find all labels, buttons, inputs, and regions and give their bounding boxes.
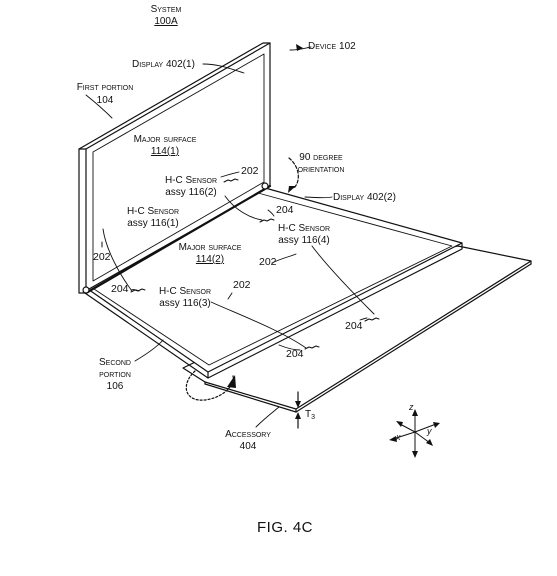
hc-sensor-4-assy: assy 116(4) — [278, 235, 330, 246]
hc-sensor-1-label: H-C Sensor — [126, 206, 180, 217]
major-surface-1-ref: 114(1) — [150, 146, 180, 157]
major-surface-2-ref: 114(2) — [195, 254, 225, 265]
ref-202-b: 202 — [93, 251, 111, 263]
major-surface-1-label: Major surface — [133, 134, 197, 145]
hc-sensor-3-assy: assy 116(3) — [159, 298, 211, 309]
orientation-label: orientation — [297, 164, 345, 175]
hc-sensor-2-label: H-C Sensor — [164, 175, 218, 186]
ref-204-b: 204 — [111, 283, 129, 295]
axis-x-label: x — [396, 432, 401, 442]
display-4022-label: Display 402(2) — [333, 192, 396, 203]
figure-caption: FIG. 4C — [256, 519, 313, 536]
ref-204-a: 204 — [276, 204, 294, 216]
ref-202-d: 202 — [233, 279, 251, 291]
sensor-marks — [101, 178, 380, 350]
axis-z-label: z — [409, 402, 414, 412]
ref-202-c: 202 — [259, 256, 277, 268]
major-surface-2-label: Major surface — [178, 242, 242, 253]
axis-y-label: y — [427, 426, 432, 436]
t3-dimension — [295, 391, 301, 429]
device-label: Device 102 — [308, 41, 356, 52]
accessory-label: Accessory — [225, 429, 271, 440]
display-4021-label: Display 402(1) — [132, 59, 195, 70]
t3-subscript: 3 — [311, 414, 316, 421]
t3-letter: T — [305, 409, 312, 420]
second-portion-ref: 106 — [106, 381, 124, 392]
ninety-degree-label: 90 degree — [299, 152, 343, 163]
hc-sensor-4-label: H-C Sensor — [277, 223, 331, 234]
system-title: System — [150, 4, 182, 15]
hc-sensor-1-assy: assy 116(1) — [127, 218, 179, 229]
first-portion-label: First portion — [76, 82, 134, 93]
second-portion-label-2: portion — [99, 369, 131, 380]
ref-204-d: 204 — [286, 348, 304, 360]
leader-lines — [85, 46, 375, 428]
hc-sensor-2-assy: assy 116(2) — [165, 187, 217, 198]
t3-label: T3 — [305, 409, 315, 424]
hc-sensor-3-label: H-C Sensor — [158, 286, 212, 297]
accessory-ref: 404 — [239, 441, 257, 452]
axis-indicator — [389, 409, 440, 458]
first-portion-ref: 104 — [96, 95, 114, 106]
system-ref: 100A — [154, 16, 178, 27]
second-portion-label: Second — [99, 357, 131, 368]
ref-204-c: 204 — [345, 320, 363, 332]
ref-202-a: 202 — [241, 165, 259, 177]
